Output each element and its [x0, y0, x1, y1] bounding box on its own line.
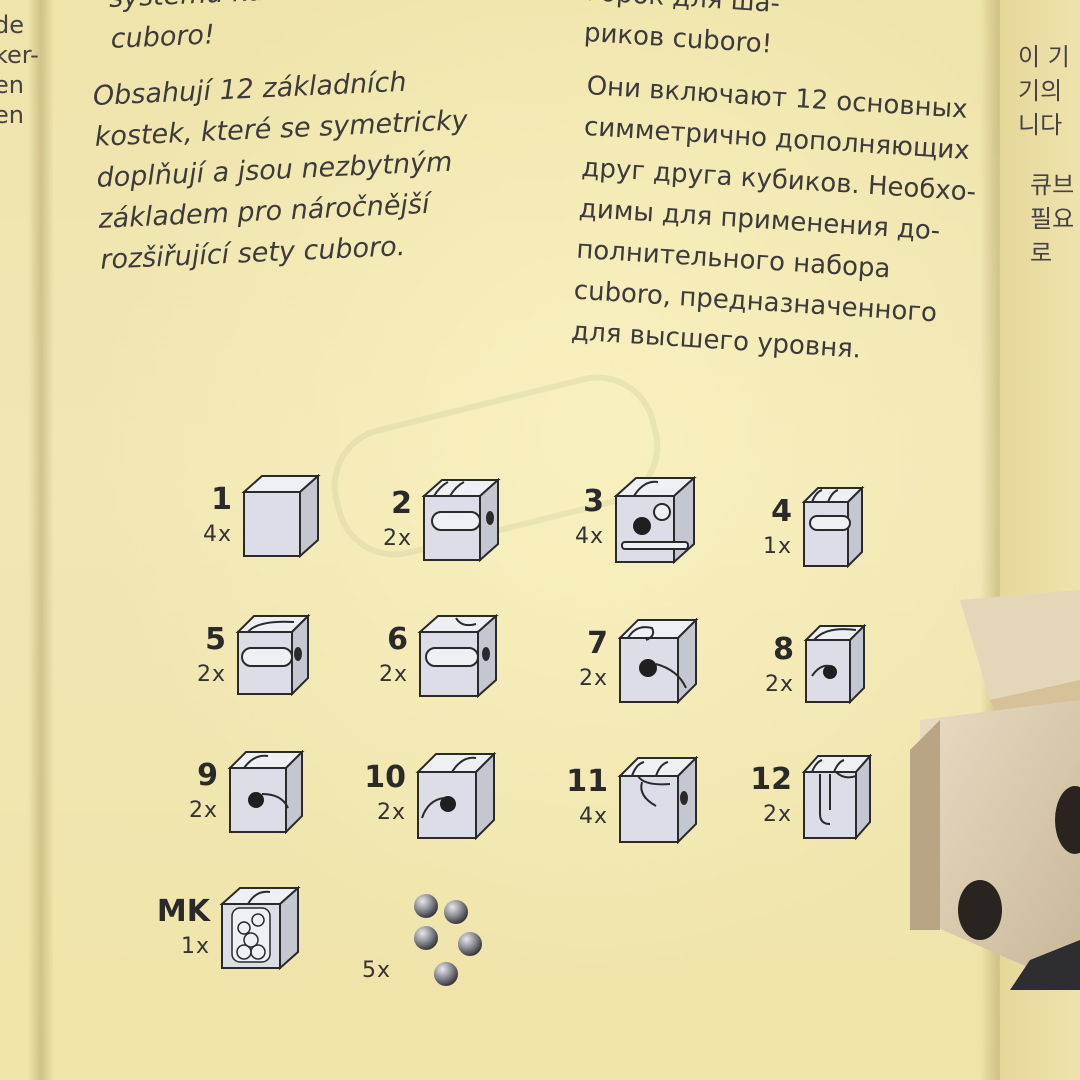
piece-quantity: 1x [180, 934, 210, 959]
marble-box-cube-icon [219, 886, 301, 970]
vertical-drop-cube-icon [801, 754, 873, 840]
curve-tunnel-cube-icon [235, 614, 311, 696]
piece-10: 10 2x [364, 752, 498, 840]
piece-mk: MK 1x [157, 886, 302, 970]
piece-quantity: 2x [764, 672, 794, 697]
korean-line: 이 기 [1018, 43, 1070, 71]
piece-quantity: 4x [574, 524, 604, 549]
russian-paragraph: Они включают 12 основных симметрично доп… [570, 66, 982, 377]
left-edge-line: en [0, 71, 24, 99]
piece-number: 8 [773, 632, 794, 667]
piece-quantity: 1x [762, 534, 792, 559]
piece-quantity: 2x [196, 662, 226, 687]
piece-8: 8 2x [765, 624, 868, 704]
double-groove-cube-icon [801, 486, 865, 568]
czech-top-line: cuboro! [110, 19, 216, 55]
double-tunnel-cube-icon [617, 756, 699, 844]
piece-number: 10 [364, 760, 406, 795]
piece-9: 9 2x [189, 750, 306, 834]
piece-number: 12 [750, 762, 792, 797]
left-edge-line: en [0, 101, 24, 129]
piece-5: 5 2x [197, 614, 312, 696]
piece-quantity: 2x [382, 526, 412, 551]
piece-number: 5 [205, 622, 226, 657]
left-edge-line: de [0, 11, 24, 39]
piece-number: 7 [587, 626, 608, 661]
piece-6: 6 2x [379, 614, 500, 698]
piece-12: 12 2x [750, 754, 874, 840]
korean-line: 큐브 [1030, 171, 1075, 199]
korean-line: 필요 [1030, 205, 1075, 233]
piece-number: 3 [583, 484, 604, 519]
piece-number: 1 [211, 482, 232, 517]
piece-quantity: 4x [578, 804, 608, 829]
tunnel-groove-cube-icon [421, 478, 501, 563]
piece-quantity: 2x [762, 802, 792, 827]
piece-number: 11 [566, 764, 608, 799]
czech-paragraph: Obsahují 12 základních kostek, které se … [92, 59, 474, 281]
piece-number: MK [156, 894, 210, 929]
piece-number: 4 [771, 494, 792, 529]
plain-cube-icon [241, 474, 321, 559]
korean-text-bottom: 큐브 필요 로 [1030, 168, 1074, 270]
korean-line: 니다 [1018, 111, 1063, 139]
curve-drop-cube-icon [617, 618, 699, 704]
groove-hole-cube-icon [415, 752, 497, 840]
piece-quantity: 2x [378, 662, 408, 687]
piece-7: 7 2x [579, 618, 700, 704]
piece-number: 9 [197, 758, 218, 793]
korean-line: 기의 [1018, 77, 1063, 105]
left-edge-line: ker- [0, 41, 39, 69]
piece-quantity: 2x [578, 666, 608, 691]
piece-quantity: 2x [376, 800, 406, 825]
korean-text-top: 이 기 기의 니다 [1018, 40, 1070, 142]
piece-4: 4 1x [763, 486, 866, 568]
curve-exit-cube-icon [803, 624, 867, 704]
piece-quantity: 4x [202, 522, 232, 547]
crossing-cube-icon [613, 476, 697, 565]
marbles-quantity: 5x [362, 958, 392, 983]
piece-11: 11 4x [566, 756, 700, 844]
piece-1: 1 4x [203, 474, 322, 560]
left-edge-text: de ker- en en [0, 10, 39, 130]
page-fold-left [28, 0, 54, 1080]
piece-2: 2 2x [383, 478, 502, 564]
curve-groove-tunnel-cube-icon [417, 614, 499, 698]
marbles-icon [414, 894, 482, 986]
piece-3: 3 4x [575, 476, 698, 566]
korean-line: 로 [1030, 239, 1053, 267]
piece-number: 2 [391, 486, 412, 521]
czech-top-text: systému kuličk cuboro! [108, 0, 313, 60]
russian-top-text: горок для ша- риков cuboro! [583, 0, 781, 66]
piece-quantity: 2x [188, 798, 218, 823]
groove-drop-cube-icon [227, 750, 305, 834]
piece-number: 6 [387, 622, 408, 657]
wooden-cube-photo [910, 590, 1080, 990]
